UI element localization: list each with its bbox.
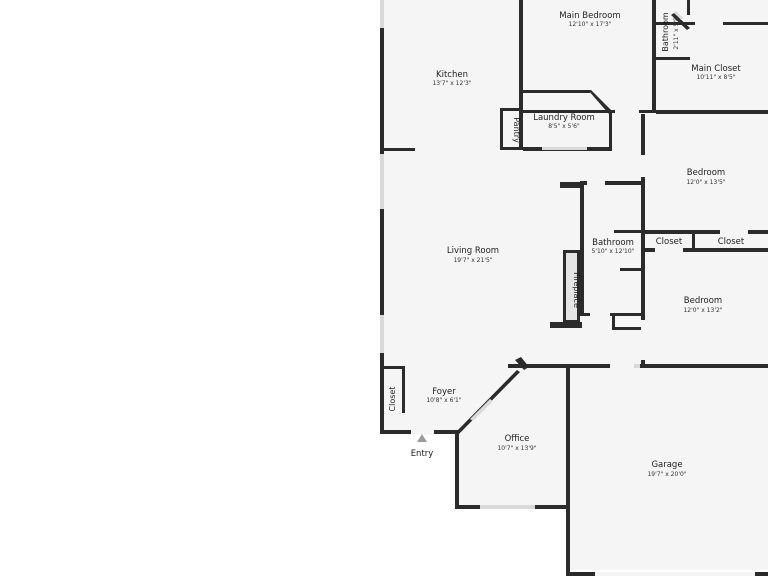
garage-name: Garage: [651, 460, 682, 470]
foyer-dim: 10'8" x 6'1": [426, 397, 462, 404]
wall-foyer-angle-cap: [515, 357, 529, 370]
window-living-upper: [380, 154, 384, 209]
wall-bath-top: [580, 181, 644, 185]
wall-linen-west: [612, 316, 615, 330]
closet-foyer-name: Closet: [388, 387, 397, 412]
bedroom1-dim: 12'0" x 13'5": [686, 179, 725, 186]
opening-main-closet: [695, 22, 723, 25]
opening-closet-right: [720, 230, 748, 234]
opening-garage-door: [595, 572, 755, 576]
wall-closets-divider: [692, 232, 695, 250]
fireplace-name: Fireplace: [572, 272, 581, 308]
opening-main-bedroom: [615, 109, 639, 114]
kitchen-name: Kitchen: [436, 70, 468, 80]
room-labels: Main Bedroom 12'10" x 17'3" Bathroom 2'1…: [388, 11, 745, 478]
main-bedroom-dim: 12'10" x 17'3": [569, 21, 612, 28]
wall-linen-bottom: [612, 327, 644, 330]
wall-bath-angle: [671, 13, 690, 30]
floor-office: [457, 368, 568, 506]
living-room-dim: 19'7" x 21'5": [453, 257, 492, 264]
wall-bath-stub: [560, 182, 580, 188]
fireplace-hatch: [566, 253, 577, 320]
bathroom-main-dim: 2'11" x 5'8": [673, 14, 680, 50]
wall-laundry-angle: [588, 90, 612, 114]
wall-office-west: [455, 432, 459, 508]
window-laundry: [542, 147, 587, 150]
opening-bath-top: [587, 181, 605, 185]
wall-bedroom2-bottom: [641, 364, 768, 368]
opening-bedroom2: [641, 320, 645, 360]
wall-bath-east-top: [687, 0, 690, 15]
wall-main-bedroom-east: [652, 0, 656, 113]
bathroom-main-name: Bathroom: [661, 12, 670, 52]
wall-bedrooms-west: [641, 114, 645, 366]
window-living-lower: [380, 315, 384, 353]
window-foyer-angle: [470, 399, 493, 421]
wall-bedroom1-bottom: [645, 230, 768, 234]
wall-kitchen-east: [519, 0, 523, 147]
main-closet-name: Main Closet: [691, 64, 741, 74]
wall-bath-west: [580, 181, 584, 314]
kitchen-dim: 13'7" x 12'3": [432, 80, 471, 87]
bedroom1-name: Bedroom: [687, 168, 725, 178]
wall-bath-shelf: [620, 268, 641, 271]
wall-main-bedroom-bottom: [523, 110, 653, 113]
wall-bath-mid: [614, 230, 642, 233]
wall-bath-bottom: [656, 57, 690, 60]
entry-label: Entry: [411, 449, 434, 459]
opening-closet-left: [655, 248, 683, 252]
wall-garage-west: [566, 366, 570, 576]
laundry-dim: 8'5" x 5'6": [548, 123, 580, 130]
bedroom2-name: Bedroom: [684, 296, 722, 306]
wall-pantry-west: [500, 108, 503, 150]
entry-arrow-icon: [417, 434, 427, 442]
wall-foyer-closet-east: [402, 366, 405, 413]
wall-pantry-top: [500, 108, 520, 111]
bathroom-hall-dim: 5'10" x 12'10": [592, 248, 635, 255]
closet-right-name: Closet: [718, 237, 745, 247]
wall-closets-bottom: [645, 248, 768, 252]
wall-foyer-south-right: [434, 430, 458, 434]
opening-bedroom1: [641, 155, 645, 177]
wall-foyer-closet-top: [384, 366, 405, 369]
fireplace-inner: [566, 253, 577, 320]
wall-laundry-east: [609, 111, 612, 151]
wall-kitchen-stub: [384, 148, 415, 151]
main-closet-dim: 10'11" x 8'5": [696, 74, 735, 81]
office-name: Office: [505, 434, 530, 444]
bedroom2-dim: 12'0" x 13'2": [683, 307, 722, 314]
laundry-name: Laundry Room: [533, 113, 595, 123]
opening-bath-bottom: [590, 313, 610, 316]
living-room-name: Living Room: [447, 246, 499, 256]
wall-west: [380, 0, 384, 432]
floor-garage: [568, 366, 768, 570]
entry-opening: [411, 429, 434, 435]
closet-left-name: Closet: [656, 237, 683, 247]
garage-dim: 19'7" x 20'0": [647, 471, 686, 478]
wall-pantry-bottom: [500, 147, 523, 150]
window-office: [480, 505, 535, 509]
wall-laundry-top: [523, 90, 590, 93]
window-kitchen: [380, 0, 384, 28]
fireplace-hearth: [550, 322, 582, 328]
window-bath-angle: [674, 11, 683, 20]
wall-bath-bottom: [580, 313, 644, 316]
wall-foyer-south-left: [380, 430, 411, 434]
opening-garage: [610, 364, 634, 368]
door-openings: [411, 22, 755, 576]
pantry-name: Pantry: [512, 117, 521, 143]
office-dim: 10'7" x 13'9": [497, 445, 536, 452]
main-bedroom-name: Main Bedroom: [559, 11, 620, 21]
wall-closet-bottom: [656, 110, 768, 114]
bathroom-hall-name: Bathroom: [592, 238, 634, 248]
foyer-name: Foyer: [432, 387, 456, 397]
